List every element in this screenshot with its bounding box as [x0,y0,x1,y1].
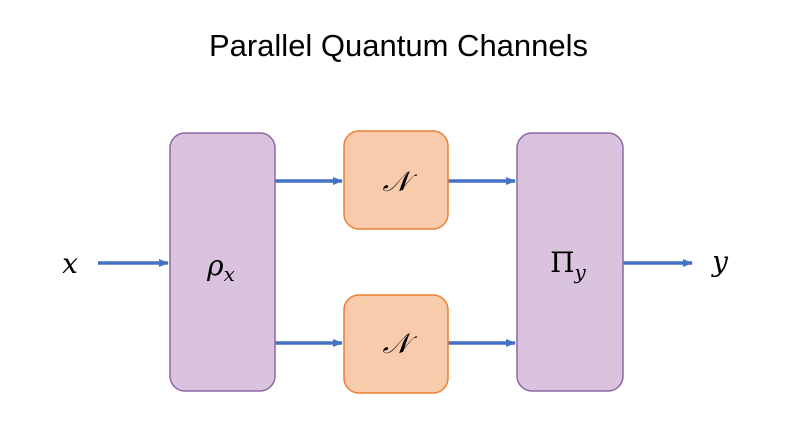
state-subscript: x [224,262,235,286]
state-preparation-label: ρx [206,249,235,286]
channel-box-bottom [343,294,449,394]
measurement-subscript: y [574,260,587,284]
input-label: x [62,247,78,280]
channel-box-top [343,130,449,230]
state-symbol: ρ [206,249,224,282]
diagram-title: Parallel Quantum Channels [208,28,589,63]
measurement-label: Πy [550,246,586,284]
measurement-symbol: Π [550,246,574,279]
measurement-box [516,132,624,392]
state-preparation-box [169,132,276,392]
output-label: y [710,245,729,278]
